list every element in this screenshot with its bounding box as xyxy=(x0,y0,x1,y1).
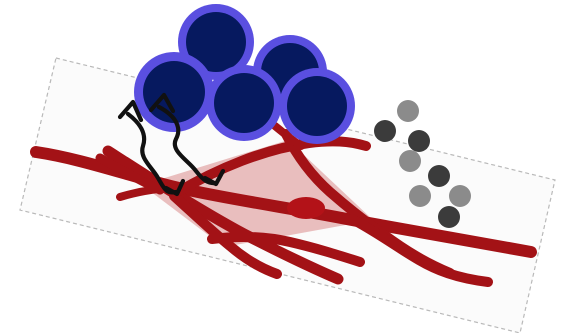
dot xyxy=(438,206,460,228)
sphere-core xyxy=(214,73,274,133)
dot xyxy=(374,120,396,142)
dot xyxy=(408,130,430,152)
dot xyxy=(409,185,431,207)
dot xyxy=(428,165,450,187)
sphere-core xyxy=(287,76,347,136)
dot xyxy=(399,150,421,172)
sphere-cluster xyxy=(134,4,355,144)
dot xyxy=(397,100,419,122)
dot xyxy=(449,185,471,207)
sphere-core xyxy=(143,61,205,123)
nucleus xyxy=(287,197,325,219)
